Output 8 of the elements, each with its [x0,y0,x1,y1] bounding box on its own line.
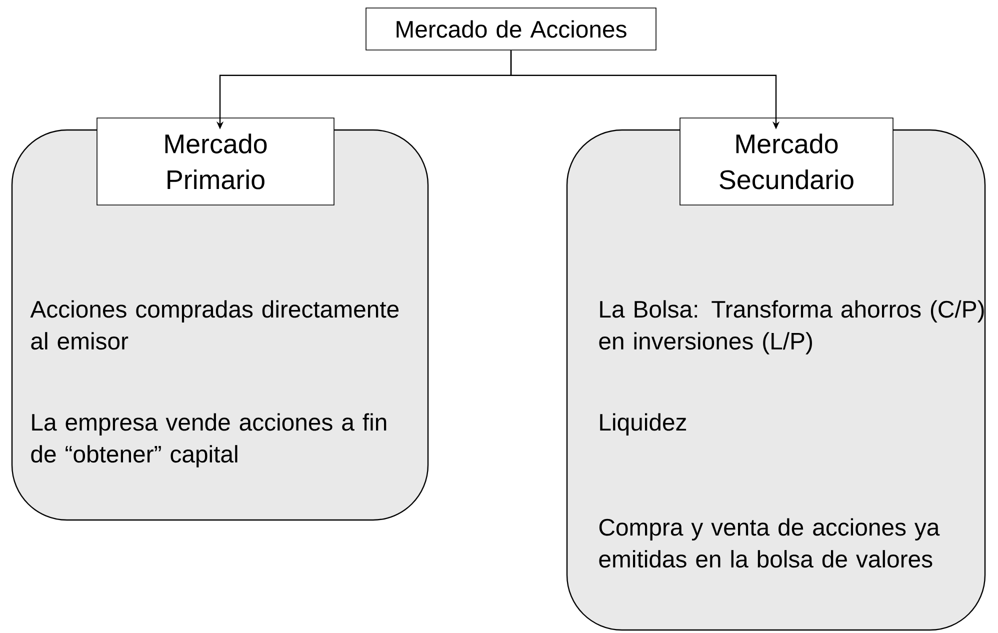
heading-box: Mercado Primario [96,118,334,206]
body-text: La empresa vende acciones a fin de “obtener” capital [31,413,386,468]
body-text: Compra y venta de acciones ya emitidas en la bolsa de valores [599,518,940,568]
title-box: Mercado de Acciones [366,8,656,50]
body-text: Acciones compradas directamente al emisor [30,300,399,350]
body-text: Liquidez [600,413,686,436]
body-text: La Bolsa: Transforma ahorros (C/P) en inversiones (L/P) [599,300,984,354]
heading-box: Mercado Secundario [680,118,894,206]
